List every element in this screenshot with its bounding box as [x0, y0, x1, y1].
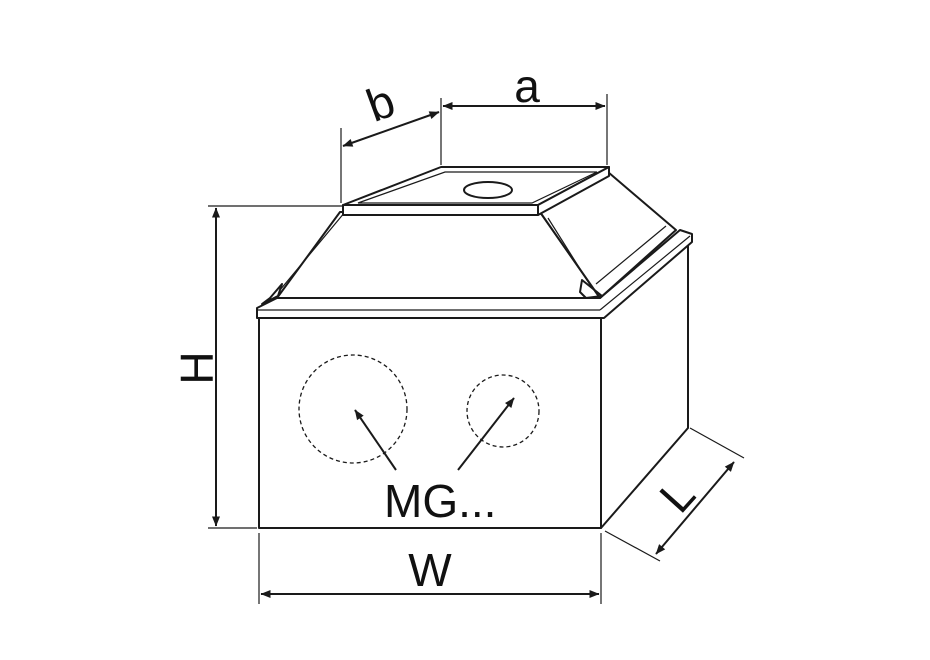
lid-corner-right	[579, 279, 603, 299]
mg-label: MG...	[384, 475, 496, 527]
flange-inner	[357, 171, 598, 204]
label-h: H	[171, 351, 223, 384]
dimension-b-line	[342, 111, 440, 147]
knockouts: MG...	[298, 354, 540, 527]
dimension-a: a	[440, 60, 608, 165]
knockout-large	[298, 354, 408, 464]
top-opening-ellipse	[463, 181, 513, 199]
top-flange	[342, 166, 610, 216]
box-body	[258, 237, 689, 529]
dimension-w: W	[258, 533, 602, 604]
knockout-leader-small	[457, 397, 515, 471]
label-w: W	[408, 544, 452, 596]
knockout-small	[466, 374, 540, 448]
box-front-face	[258, 317, 602, 529]
dimension-h: H	[171, 205, 343, 529]
flange-right-side	[537, 166, 610, 216]
label-l: L	[649, 468, 705, 522]
label-b: b	[360, 74, 402, 132]
lid-corner-left	[261, 283, 283, 305]
knockout-leader-large	[354, 409, 397, 471]
flange-side	[342, 204, 539, 216]
label-a: a	[514, 60, 540, 112]
dimension-l-line	[655, 461, 735, 555]
